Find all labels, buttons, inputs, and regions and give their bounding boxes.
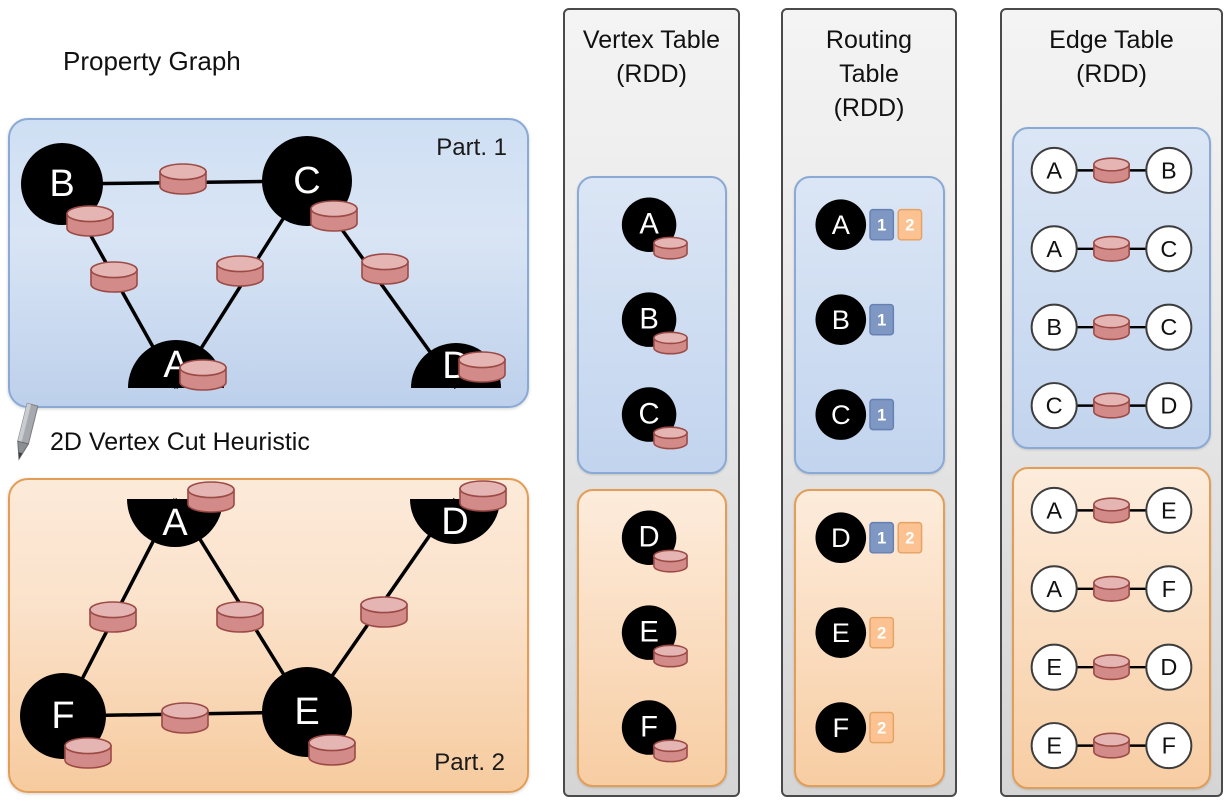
edge-property-database-icon — [1093, 575, 1130, 602]
label-text: B — [1046, 314, 1062, 340]
label-text: 1 — [877, 216, 886, 235]
vertex-table-partition-1: A B C — [577, 176, 727, 474]
label-text: C — [1160, 314, 1177, 340]
label-text: D — [639, 522, 660, 554]
label-text: 2 — [905, 529, 914, 548]
vertex-entry-B: B — [621, 292, 688, 355]
label-text: E — [639, 617, 658, 649]
routing-table-title: Routing Table (RDD) — [825, 26, 913, 122]
label-text: C — [639, 399, 660, 431]
partition-badge-2: 2 — [869, 616, 895, 649]
partition-badge-1: 1 — [869, 208, 895, 241]
vertex-entry-A: A — [621, 197, 688, 260]
vertex-table-partition-2: D E F — [577, 489, 727, 787]
vertex-property-database-icon — [653, 331, 688, 355]
partition-badge-1: 1 — [869, 521, 895, 554]
label-text: E — [1046, 733, 1062, 759]
partition-1-label: Part. 1 — [436, 134, 507, 161]
vertex-cut-heuristic-label: 2D Vertex Cut Heuristic — [50, 428, 310, 456]
vertex-table-title: Vertex Table (RDD) — [582, 26, 721, 88]
label-text: F — [1162, 576, 1176, 602]
partition-2-label: Part. 2 — [434, 749, 505, 776]
label-text: A — [1046, 157, 1062, 183]
label-text: B — [1161, 157, 1177, 183]
label-text: C — [1046, 393, 1063, 419]
pencil-arrow-icon — [17, 402, 39, 461]
vertex-property-database-icon — [653, 644, 688, 668]
label-text: B — [832, 304, 850, 335]
label-text: F — [1162, 733, 1176, 759]
edge-property-database-icon — [1093, 497, 1130, 524]
edge-property-database-icon — [1093, 732, 1130, 759]
partition-2-box: Part. 2 — [8, 478, 529, 793]
vertex-entry-E: E — [621, 605, 688, 668]
label-text: 1 — [877, 406, 886, 425]
label-text: 1 — [877, 311, 886, 330]
edge-property-database-icon — [1093, 235, 1130, 262]
label-text: 2 — [877, 624, 886, 643]
partition-badge-2: 2 — [869, 711, 895, 744]
vertex-property-database-icon — [653, 549, 688, 573]
label-text: D — [1160, 393, 1177, 419]
vertex-property-database-icon — [653, 739, 688, 763]
partition-1-box: Part. 1 — [8, 118, 529, 408]
label-text: A — [639, 209, 659, 241]
edge-property-database-icon — [1093, 392, 1130, 419]
label-text: A — [832, 209, 851, 240]
label-text: D — [1160, 654, 1177, 680]
label-text: E — [1046, 654, 1062, 680]
label-text: C — [1160, 236, 1177, 262]
partition-badge-1: 1 — [869, 398, 895, 431]
label-text: A — [1046, 576, 1062, 602]
label-text: 2 — [877, 719, 886, 738]
label-text: B — [639, 304, 658, 336]
label-text: D — [831, 522, 851, 553]
partition-badge-1: 1 — [869, 303, 895, 336]
vertex-property-database-icon — [653, 426, 688, 450]
vertex-entry-D: D — [621, 510, 688, 573]
vertex-property-database-icon — [653, 236, 688, 260]
label-text: 2 — [905, 216, 914, 235]
label-text: C — [831, 399, 851, 430]
property-graph-title: Property Graph — [63, 46, 241, 76]
edge-property-database-icon — [1093, 654, 1130, 681]
partition-badge-2: 2 — [897, 521, 923, 554]
edge-table-title: Edge Table (RDD) — [1049, 26, 1174, 88]
label-text: F — [640, 712, 658, 744]
label-text: E — [1161, 497, 1177, 523]
edge-property-database-icon — [1093, 157, 1130, 184]
label-text: A — [1046, 497, 1062, 523]
partition-badge-2: 2 — [897, 208, 923, 241]
label-text: A — [1046, 236, 1062, 262]
label-text: F — [832, 712, 849, 743]
vertex-entry-F: F — [621, 700, 688, 763]
edge-property-database-icon — [1093, 314, 1130, 341]
vertex-entry-C: C — [621, 387, 688, 450]
label-text: 1 — [877, 529, 886, 548]
label-text: E — [832, 617, 850, 648]
